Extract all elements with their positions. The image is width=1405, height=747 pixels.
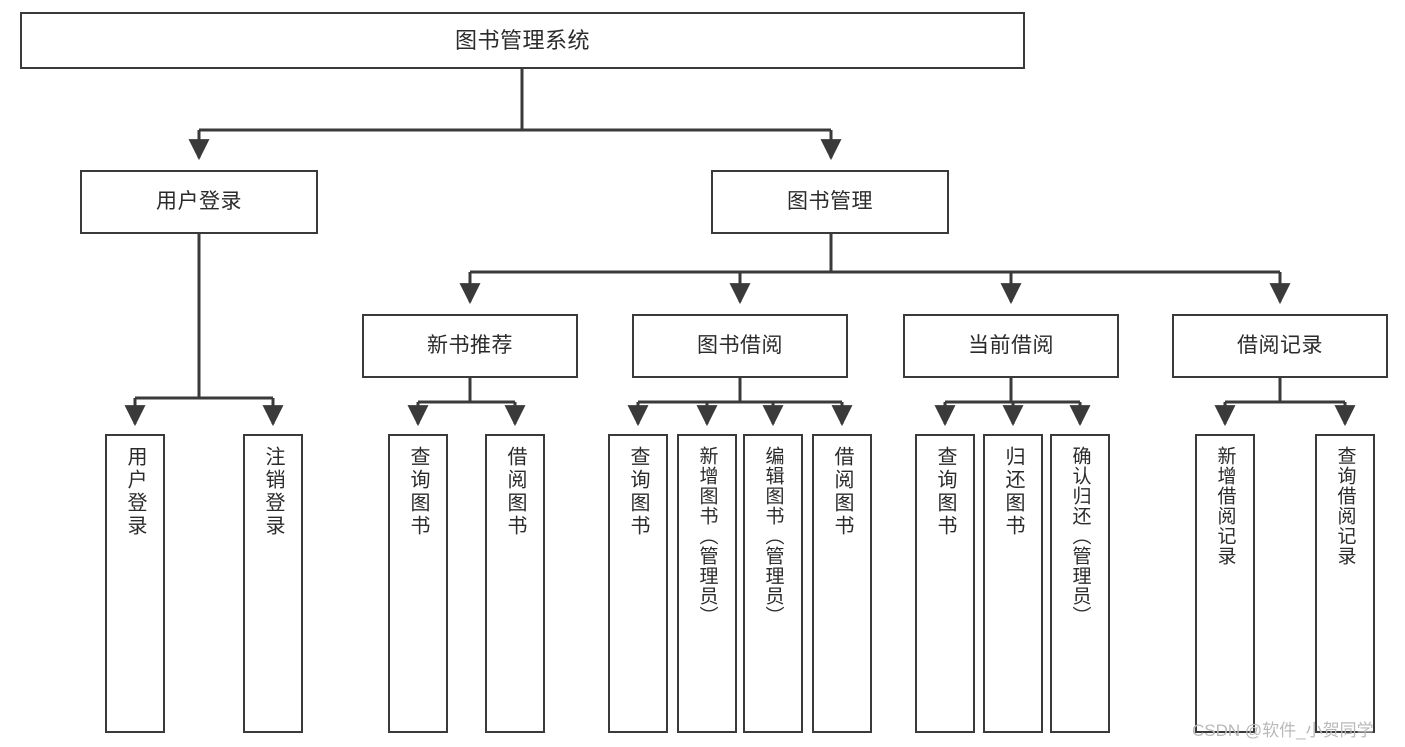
- node-current-borrow-label: 当前借阅: [968, 333, 1054, 357]
- leaf-user-login-login[interactable]: 用户登录: [105, 434, 165, 733]
- leaf-user-login-logout-label: 注销登录: [262, 446, 284, 538]
- node-current-borrow[interactable]: 当前借阅: [903, 314, 1119, 378]
- node-borrow-record[interactable]: 借阅记录: [1172, 314, 1388, 378]
- leaf-book-borrow-query-label: 查询图书: [627, 446, 649, 538]
- leaf-new-book-borrow-label: 借阅图书: [504, 446, 526, 538]
- leaf-book-borrow-edit-label: 编辑图书（管理员）: [762, 446, 784, 626]
- leaf-current-borrow-return-label: 归还图书: [1002, 446, 1024, 538]
- node-book-borrow-label: 图书借阅: [697, 333, 783, 357]
- node-new-book-recommend-label: 新书推荐: [427, 333, 513, 357]
- node-book-management[interactable]: 图书管理: [711, 170, 949, 234]
- leaf-user-login-logout[interactable]: 注销登录: [243, 434, 303, 733]
- node-user-login-label: 用户登录: [156, 189, 242, 213]
- node-user-login[interactable]: 用户登录: [80, 170, 318, 234]
- leaf-current-borrow-return[interactable]: 归还图书: [983, 434, 1043, 733]
- leaf-current-borrow-query[interactable]: 查询图书: [915, 434, 975, 733]
- node-new-book-recommend[interactable]: 新书推荐: [362, 314, 578, 378]
- leaf-borrow-record-query[interactable]: 查询借阅记录: [1315, 434, 1375, 733]
- leaf-new-book-borrow[interactable]: 借阅图书: [485, 434, 545, 733]
- leaf-book-borrow-borrow-label: 借阅图书: [831, 446, 853, 538]
- node-book-management-label: 图书管理: [787, 189, 873, 213]
- leaf-borrow-record-add[interactable]: 新增借阅记录: [1195, 434, 1255, 733]
- leaf-borrow-record-query-label: 查询借阅记录: [1334, 446, 1356, 566]
- csdn-watermark: CSDN @软件_小贺同学: [1192, 721, 1374, 740]
- leaf-user-login-login-label: 用户登录: [124, 446, 146, 538]
- leaf-current-borrow-confirm[interactable]: 确认归还（管理员）: [1050, 434, 1110, 733]
- leaf-new-book-query-label: 查询图书: [407, 446, 429, 538]
- leaf-book-borrow-borrow[interactable]: 借阅图书: [812, 434, 872, 733]
- leaf-book-borrow-edit[interactable]: 编辑图书（管理员）: [743, 434, 803, 733]
- node-book-borrow[interactable]: 图书借阅: [632, 314, 848, 378]
- node-root[interactable]: 图书管理系统: [20, 12, 1025, 69]
- node-root-label: 图书管理系统: [454, 27, 590, 53]
- leaf-current-borrow-confirm-label: 确认归还（管理员）: [1069, 446, 1091, 626]
- leaf-current-borrow-query-label: 查询图书: [934, 446, 956, 538]
- leaf-book-borrow-add-label: 新增图书（管理员）: [696, 446, 718, 626]
- node-borrow-record-label: 借阅记录: [1237, 333, 1323, 357]
- leaf-borrow-record-add-label: 新增借阅记录: [1214, 446, 1236, 566]
- leaf-new-book-query[interactable]: 查询图书: [388, 434, 448, 733]
- leaf-book-borrow-add[interactable]: 新增图书（管理员）: [677, 434, 737, 733]
- leaf-book-borrow-query[interactable]: 查询图书: [608, 434, 668, 733]
